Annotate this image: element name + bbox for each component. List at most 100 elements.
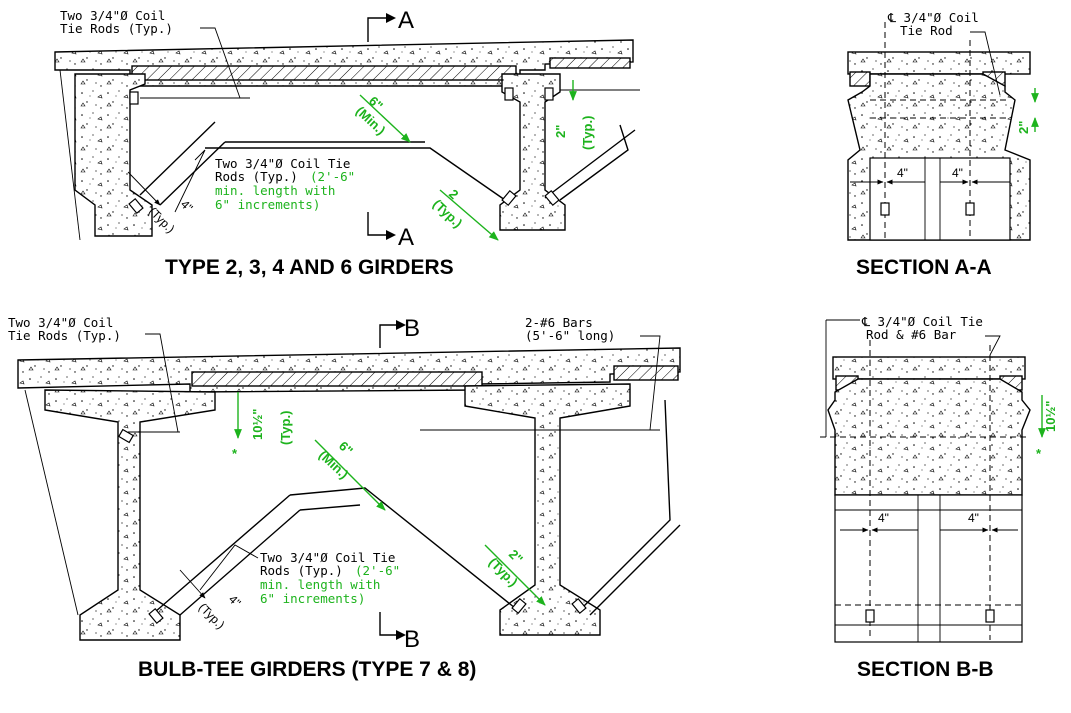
dim-typ-label: (Typ.) [580, 116, 595, 150]
section-b-top-label: B [404, 315, 420, 342]
dim-6-bottom-label: 6" [336, 438, 356, 458]
section-cut-a-bottom [367, 212, 386, 236]
coil-tie-rod-icon [148, 607, 164, 625]
section-cut-b-top [379, 324, 396, 348]
bottom-haunch-hatch-right [613, 365, 679, 381]
coil-tie-rod-icon [865, 609, 875, 623]
type-2-3-4-6-girders-view: Two 3/4"Ø Coil Tie Rods (Typ.) 6" (Min.)… [54, 7, 640, 279]
note-tie-rods-line1: Two 3/4"Ø Coil [60, 8, 165, 23]
note-bars-line2: (5'-6" long) [525, 328, 615, 343]
coil-tie-rod-icon [501, 189, 517, 207]
note-tie-rods-line2: Tie Rods (Typ.) [60, 21, 173, 36]
section-bb-note-line1: ℄ 3/4"Ø Coil Tie [861, 314, 983, 329]
dim-2b-typ-label: (Typ.) [430, 196, 465, 230]
dim-2b-label: 2 [446, 186, 462, 202]
note-coil-bottom-green-line4: 6" increments) [260, 591, 365, 606]
leader-coil-top [174, 149, 206, 213]
note-coil-green-line3: min. length with [215, 183, 335, 198]
coil-tie-rod-icon [544, 189, 560, 207]
dim-2-bottom-label: 2" [506, 547, 526, 567]
note-coil-green-line4: 6" increments) [215, 197, 320, 212]
section-arrow-icon [396, 630, 406, 640]
dim-4-line [127, 171, 161, 206]
note-coil-line2: Rods (Typ.) [215, 169, 298, 184]
dim-10-typ-label: (Typ.) [278, 411, 293, 445]
note-coil-bottom-green-line2: (2'-6" [355, 563, 400, 578]
coil-tie-rod-icon [128, 197, 144, 215]
dim-4-bottom-line [179, 569, 206, 599]
dim-4-bottom-label: 4" [226, 592, 244, 610]
coil-tie-rod-icon [504, 87, 514, 101]
leader-bars [640, 335, 661, 431]
section-bb-dim-4-left: 4" [878, 511, 889, 525]
dim-10-label: 10½" [250, 409, 265, 440]
leader-tie-rods-top [200, 27, 241, 99]
section-cut-b-bottom [379, 612, 396, 636]
coil-tie-rod-icon [117, 428, 135, 444]
leader-bb-right [985, 335, 1001, 356]
section-aa-dim-2: 2" [1016, 121, 1031, 134]
section-bb-dim-10: 10½" [1043, 401, 1058, 432]
note-tie-rods-bottom-line2: Tie Rods (Typ.) [8, 328, 121, 343]
section-aa-deck [847, 51, 1031, 75]
section-b-bottom-label: B [404, 626, 420, 653]
coil-tie-rod-icon [511, 597, 527, 615]
left-edge-line [59, 69, 81, 241]
section-aa-dim-4-left: 4" [897, 166, 908, 180]
caption-section-aa: SECTION A-A [856, 256, 992, 279]
diaphragm-right-top [544, 124, 636, 201]
note-coil-bottom-green-line3: min. length with [260, 577, 380, 592]
leader-aa [970, 31, 1001, 96]
dim-2-label: 2" [553, 125, 568, 138]
left-bulb-tee [44, 389, 216, 641]
caption-section-bb: SECTION B-B [857, 658, 994, 681]
section-bb-note-line2: Rod & #6 Bar [866, 327, 957, 342]
note-bars-line1: 2-#6 Bars [525, 315, 593, 330]
top-haunch-hatch [131, 65, 517, 81]
section-aa-note-line1: ℄ 3/4"Ø Coil [887, 10, 979, 25]
diaphragm-left-top [139, 121, 226, 206]
section-bb-diaphragm [827, 378, 1031, 496]
coil-tie-rod-icon [965, 202, 975, 216]
diaphragm-right-bottom [579, 399, 681, 616]
right-girder-top [499, 73, 566, 231]
section-aa-dim-4-right: 4" [952, 166, 963, 180]
note-coil-bottom-line1: Two 3/4"Ø Coil Tie [260, 550, 395, 565]
leader-tie-rods-bottom [145, 333, 179, 433]
dim-2-bottom-line [484, 544, 546, 606]
section-cut-a-top [367, 17, 386, 42]
left-girder-top [74, 73, 153, 237]
diaphragm-mid-top [205, 141, 506, 201]
coil-tie-rod-icon [880, 202, 890, 216]
note-coil-green-line2: (2'-6" [310, 169, 355, 184]
bottom-haunch-hatch [191, 371, 483, 387]
star-mark: * [232, 446, 238, 461]
leader-coil-bottom [199, 544, 259, 591]
caption-type-2-3-4-6: TYPE 2, 3, 4 AND 6 GIRDERS [165, 256, 454, 279]
section-a-a-view: ℄ 3/4"Ø Coil Tie Rod 2" 4" 4" SECTION A-… [847, 10, 1039, 279]
dim-4-bottom-typ-label: (Typ.) [196, 600, 228, 632]
section-arrow-icon [386, 13, 396, 23]
section-a-bottom-label: A [398, 224, 414, 251]
section-arrow-icon [386, 230, 396, 240]
dim-6-min-line [359, 94, 411, 143]
section-aa-note-line2: Tie Rod [900, 23, 953, 38]
note-coil-line1: Two 3/4"Ø Coil Tie [215, 156, 350, 171]
coil-tie-rod-icon [985, 609, 995, 623]
section-bb-dim-4-right: 4" [968, 511, 979, 525]
bulb-tee-girders-view: Two 3/4"Ø Coil Tie Rods (Typ.) 2-#6 Bars… [8, 315, 681, 681]
diaphragm-mid-bottom [289, 487, 521, 613]
note-coil-bottom-line2: Rods (Typ.) [260, 563, 343, 578]
section-arrow-icon [396, 320, 406, 330]
section-a-top-label: A [398, 7, 414, 34]
section-aa-haunch-left [849, 71, 871, 87]
section-bb-deck [832, 356, 1026, 380]
coil-tie-rod-icon [544, 87, 554, 101]
section-b-b-view: ℄ 3/4"Ø Coil Tie Rod & #6 Bar 10½" * 4" … [820, 314, 1058, 681]
section-bb-star: * [1036, 446, 1042, 461]
left-edge-line-b [24, 389, 79, 616]
coil-tie-rod-icon [129, 91, 139, 105]
dim-2b-line [439, 189, 499, 241]
top-haunch-hatch-right [549, 57, 631, 69]
